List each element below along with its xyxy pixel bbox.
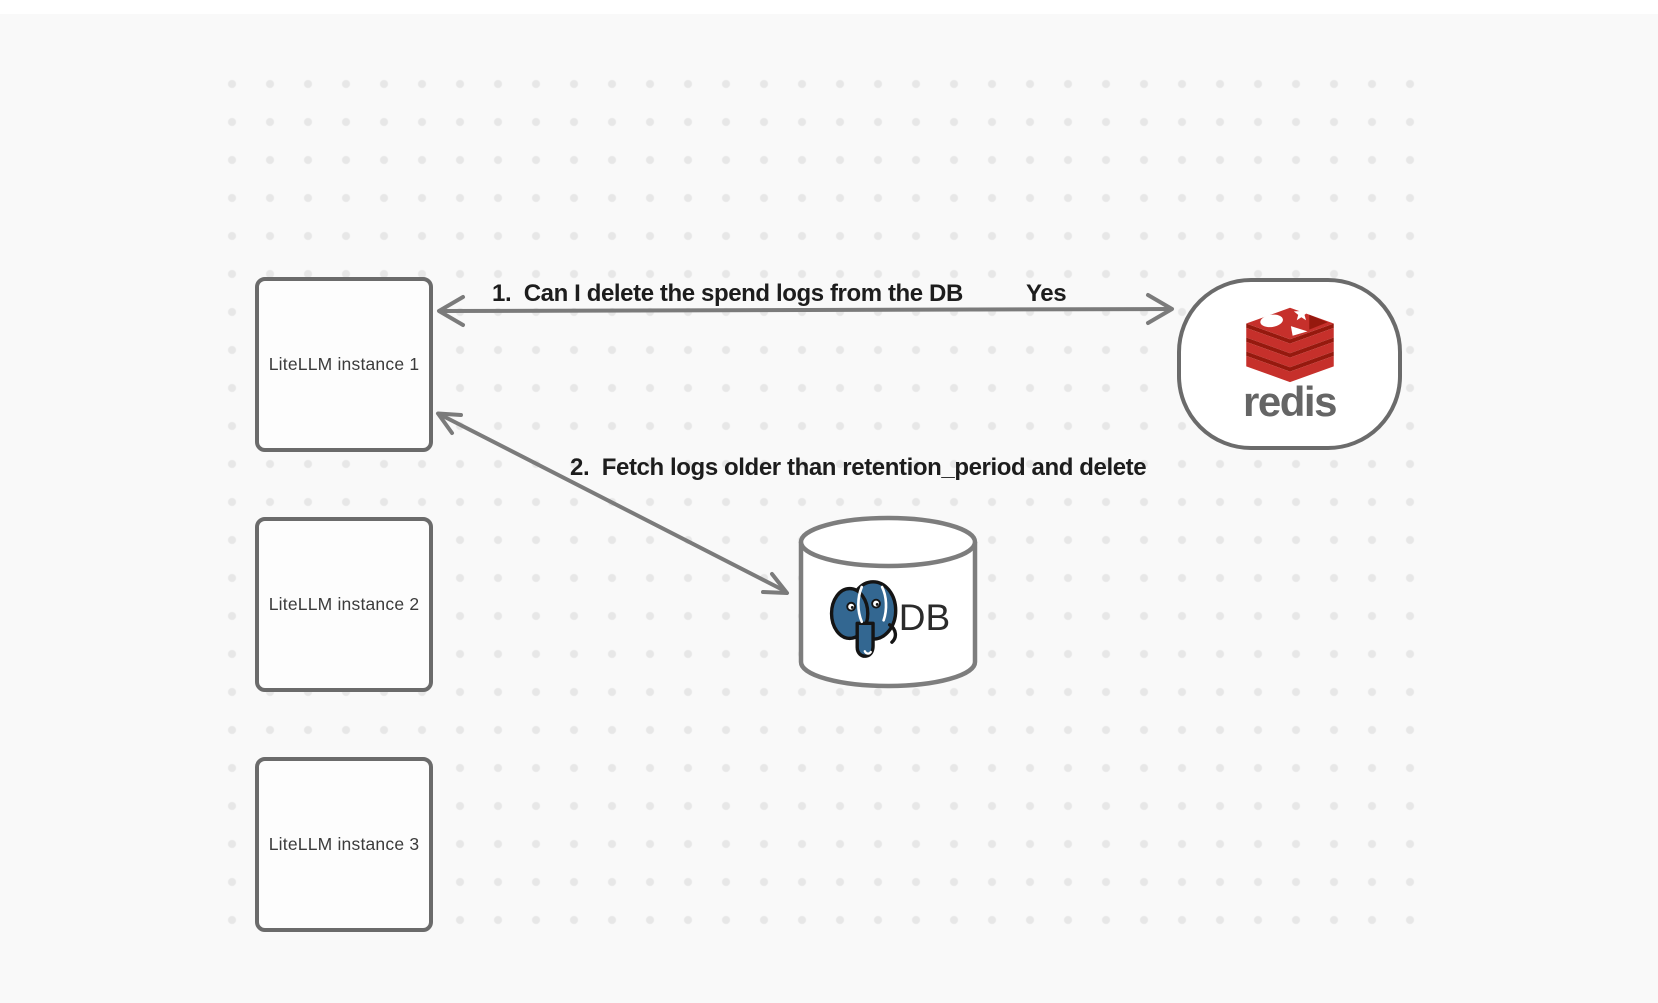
litellm-instance-2-node: LiteLLM instance 2: [255, 517, 433, 692]
litellm-instance-3-node: LiteLLM instance 3: [255, 757, 433, 932]
edge-2-label: 2. Fetch logs older than retention_perio…: [570, 454, 1147, 481]
redis-node: redis: [1177, 278, 1402, 450]
litellm-instance-1-node: LiteLLM instance 1: [255, 277, 433, 452]
redis-logo-icon: [1245, 305, 1334, 382]
postgresql-elephant-icon: [829, 580, 898, 658]
redis-wordmark: redis: [1243, 377, 1337, 425]
edge-1-label: 1. Can I delete the spend logs from the …: [492, 280, 963, 307]
litellm-instance-1-label: LiteLLM instance 1: [268, 354, 420, 374]
litellm-instance-2-label: LiteLLM instance 2: [268, 594, 420, 614]
db-label: DB: [898, 597, 951, 638]
edge-1-response-label: Yes: [1026, 280, 1067, 307]
database-node: DB: [797, 514, 979, 690]
litellm-instance-3-label: LiteLLM instance 3: [268, 834, 420, 854]
top-margin: [0, 0, 1658, 14]
